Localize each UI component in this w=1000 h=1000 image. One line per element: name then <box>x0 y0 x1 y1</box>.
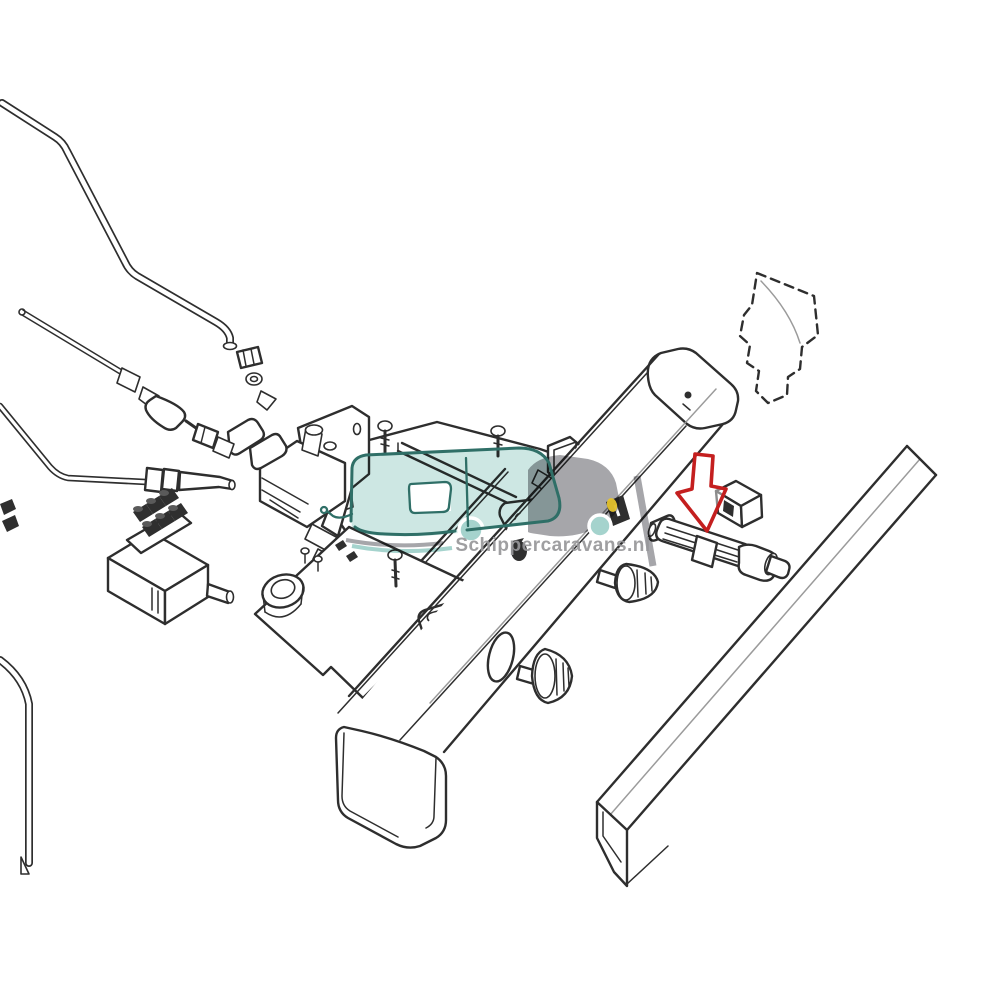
olive-cone <box>256 390 277 411</box>
gasket-dashed-outline <box>738 271 820 405</box>
control-knob-upper <box>595 562 660 604</box>
watermark-text: Schippercaravans.nl <box>455 535 650 556</box>
ignition-cable <box>0 402 236 494</box>
watermark-caravan-outline <box>349 446 562 532</box>
watermark-gray-stripe <box>633 475 657 567</box>
rail-screw-hole <box>684 391 692 399</box>
watermark-caravan-body <box>351 448 560 537</box>
thermocouple-probe <box>18 308 235 459</box>
valve-spindle <box>647 514 791 582</box>
burner-tube <box>0 656 33 875</box>
control-knob-lower <box>515 647 574 705</box>
washer <box>245 372 263 386</box>
valve-outlet <box>301 424 337 457</box>
watermark-hitch <box>325 509 354 519</box>
trim-angle-profile <box>595 444 938 888</box>
highlight-arrow <box>675 452 728 533</box>
piezo-igniter <box>261 573 305 618</box>
valve-side-cylinders <box>226 417 288 471</box>
grommet <box>511 538 527 561</box>
pipe-nut <box>235 345 264 370</box>
gas-supply-pipe <box>0 99 277 411</box>
end-block <box>334 725 448 849</box>
watermark-gray-swoosh <box>345 538 444 548</box>
watermark-wheel-right <box>587 513 613 539</box>
wire-lugs <box>0 499 19 532</box>
watermark-yellow-dot <box>606 498 618 512</box>
watermark-logo: Schippercaravans.nl <box>319 446 657 567</box>
oval-cutout <box>486 631 516 683</box>
cable-connector <box>143 466 236 494</box>
spark-output-stub <box>205 582 235 605</box>
chassis-screw-left <box>377 420 393 454</box>
watermark-window <box>407 480 453 515</box>
watermark-teal-swoosh <box>351 544 453 554</box>
terminal-block <box>125 488 193 555</box>
gas-valve-assembly <box>226 404 371 569</box>
watermark-door-line <box>464 456 470 528</box>
control-panel-rail <box>334 347 740 849</box>
spark-generator-box <box>106 488 235 626</box>
